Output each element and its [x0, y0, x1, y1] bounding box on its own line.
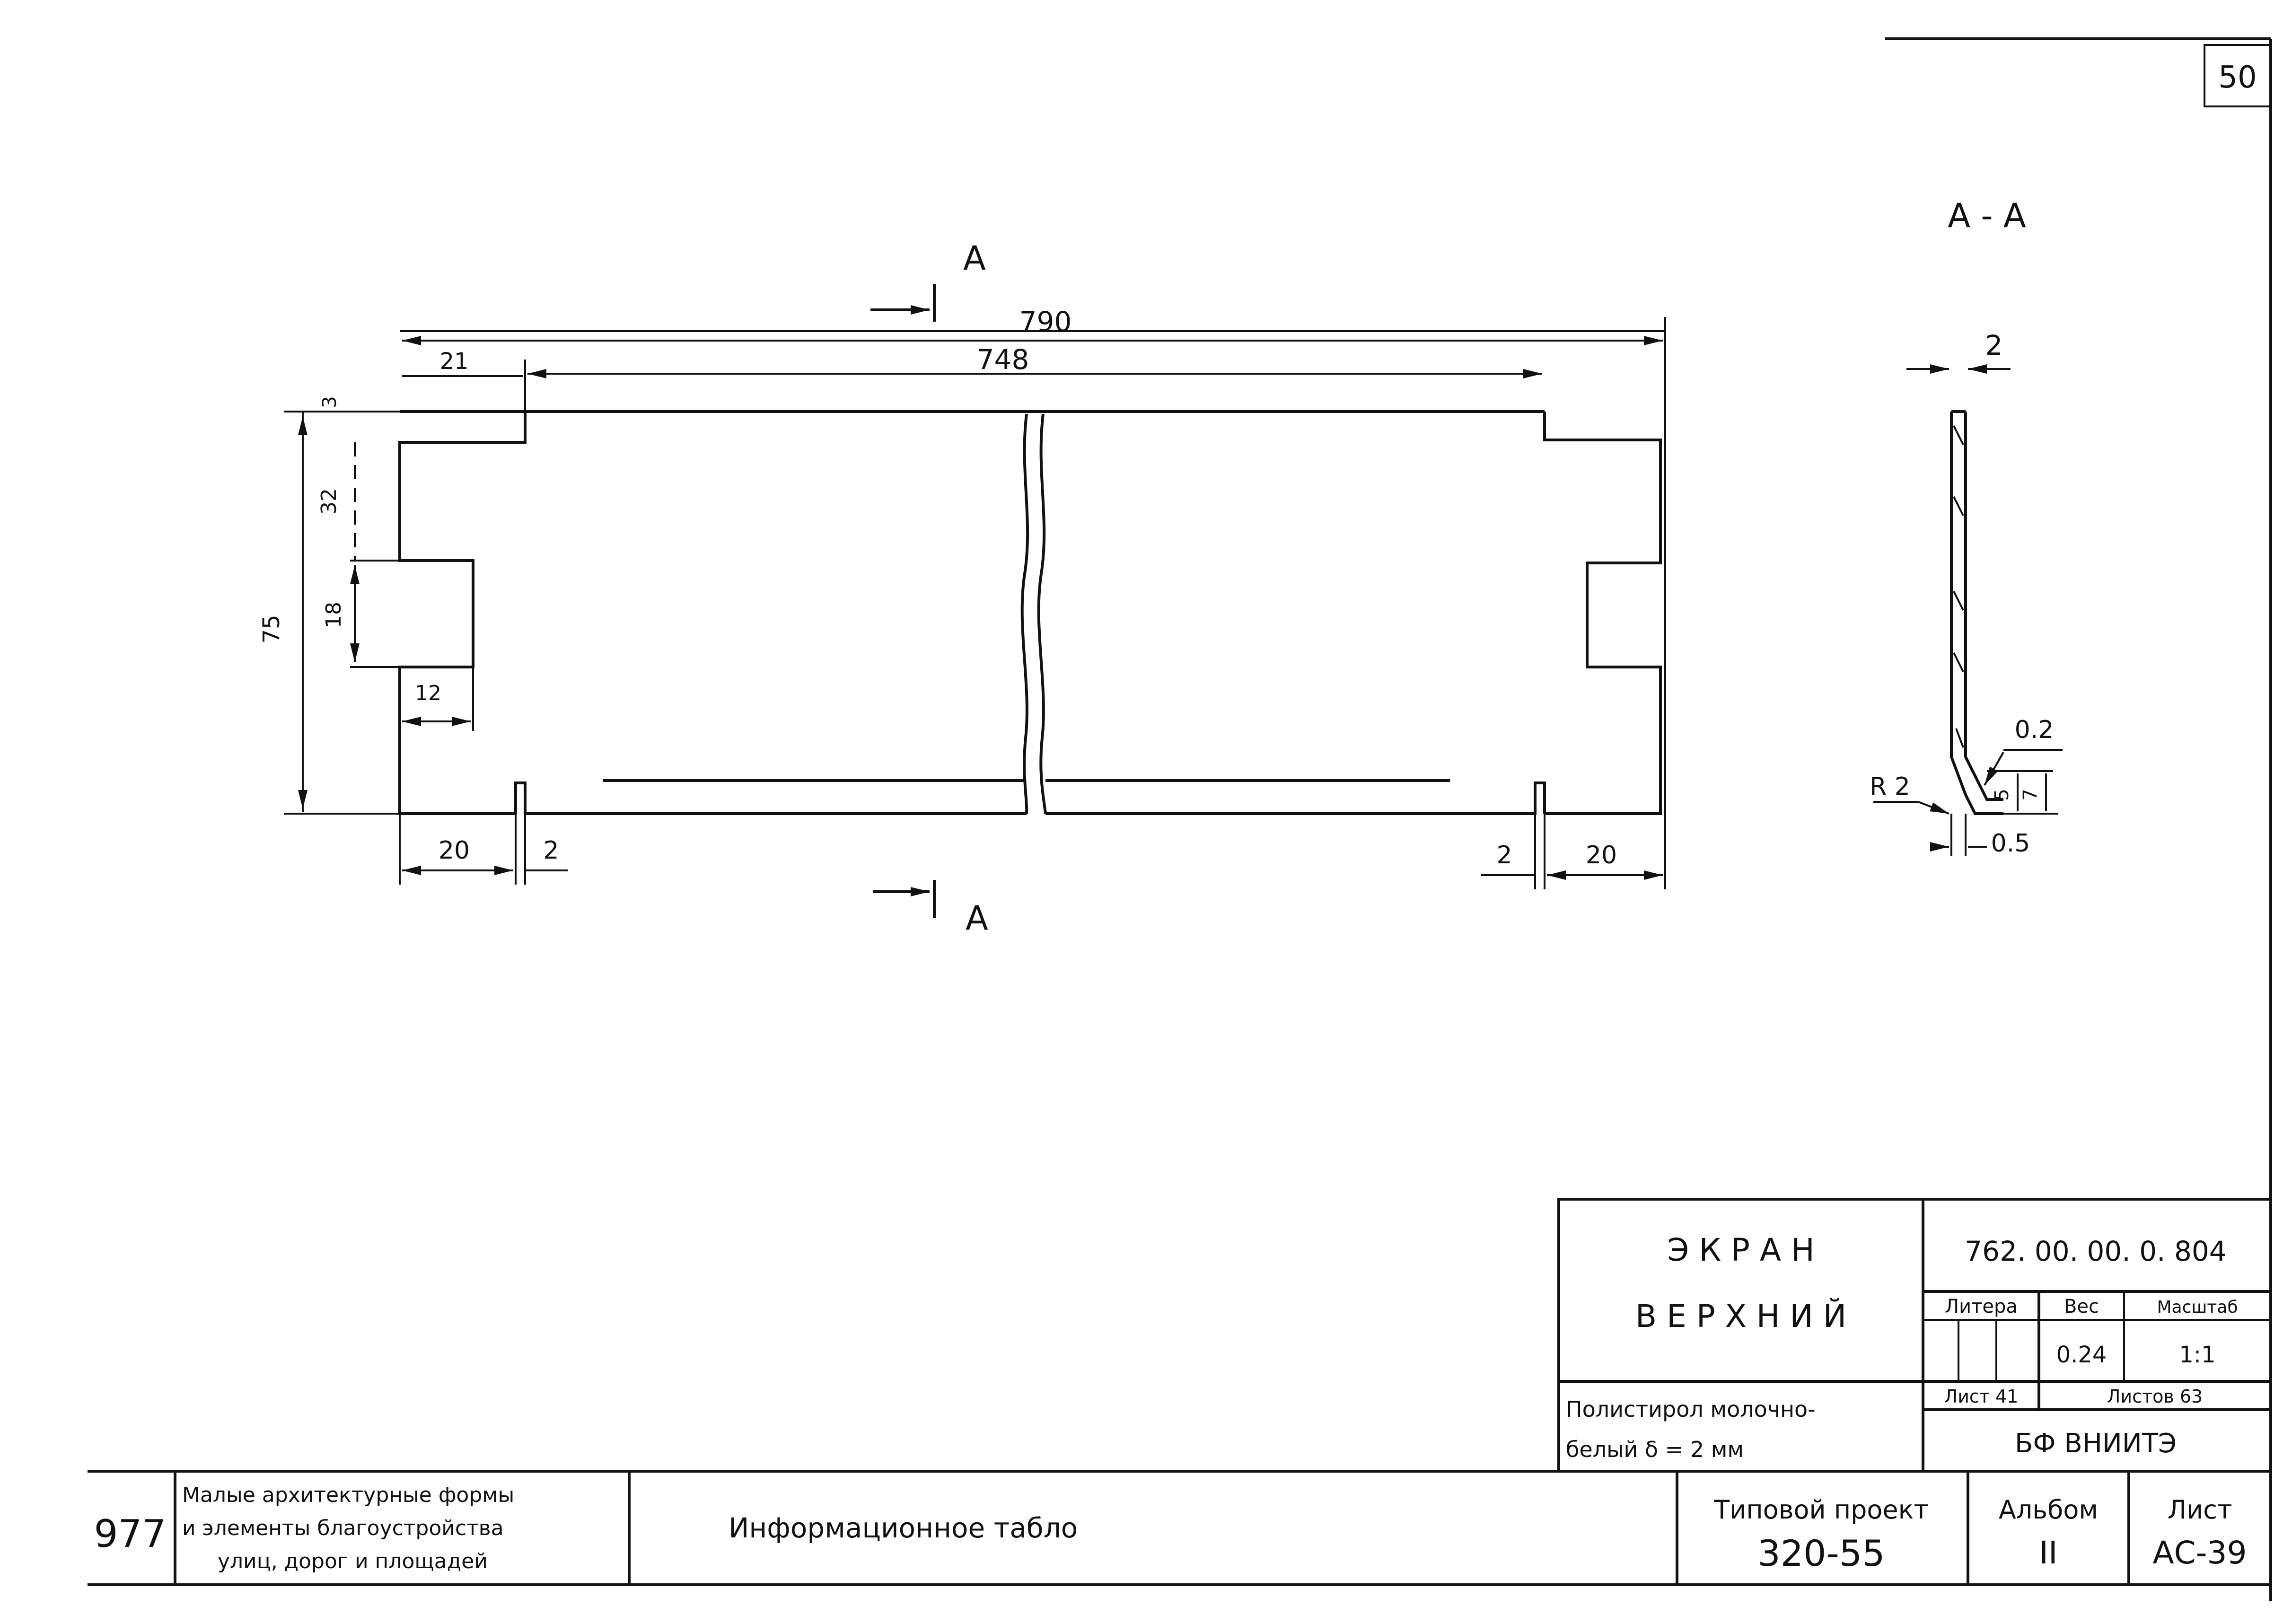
sheet-code: АС-39	[2152, 1535, 2247, 1571]
section-dim-0-5: 0.5	[1991, 829, 2030, 858]
part-name-2: В Е Р Х Н И Й	[1635, 1298, 1846, 1334]
dim-748: 748	[977, 343, 1029, 376]
section-title: A - A	[1948, 196, 2026, 235]
litera-label: Литера	[1945, 1296, 2018, 1317]
section-marks: A A	[870, 239, 988, 938]
section-dim-0-2: 0.2	[2015, 716, 2054, 744]
dim-20-right: 20	[1586, 841, 1617, 869]
project-label: Типовой проект	[1713, 1495, 1928, 1525]
drawing-code: 762. 00. 00. 0. 804	[1965, 1235, 2226, 1267]
dimensions: 790 748 21 75 32 3 18 12 20 2	[258, 306, 1666, 889]
dim-3: 3	[319, 396, 341, 408]
sheet-number: 50	[2218, 60, 2257, 95]
dim-2-right: 2	[1496, 841, 1512, 869]
sheet-label: Лист	[2168, 1495, 2232, 1525]
weight-label: Вес	[2064, 1296, 2099, 1317]
project-title: Информационное табло	[729, 1512, 1078, 1544]
section-a-a: A - A 2 0.2 R 2 5 7 0.5	[1870, 196, 2063, 858]
dim-20-left: 20	[439, 836, 470, 865]
section-dim-r2: R 2	[1870, 772, 1910, 801]
section-label-bottom: A	[966, 899, 988, 938]
sheets-total: Листов 63	[2107, 1386, 2203, 1407]
series-line-2: и элементы благоустройства	[182, 1516, 504, 1540]
weight-value: 0.24	[2056, 1342, 2107, 1368]
section-dim-7: 7	[2020, 789, 2041, 800]
material-line-1: Полистирол молочно-	[1566, 1396, 1816, 1422]
part-outline	[398, 410, 1662, 815]
album-number: II	[2039, 1535, 2058, 1571]
dim-2-left: 2	[543, 836, 559, 865]
project-number: 320-55	[1757, 1532, 1885, 1574]
material-line-2: белый δ = 2 мм	[1566, 1437, 1744, 1462]
scale-value: 1:1	[2179, 1342, 2215, 1368]
organization: БФ ВНИИТЭ	[2015, 1428, 2177, 1459]
scale-label: Масштаб	[2157, 1298, 2238, 1317]
sheet-no: Лист 41	[1944, 1386, 2019, 1407]
archive-number: 977	[94, 1512, 167, 1556]
dim-790: 790	[1019, 306, 1072, 338]
series-line-1: Малые архитектурные формы	[182, 1483, 514, 1507]
title-block: Э К Р А Н В Е Р Х Н И Й 762. 00. 00. 0. …	[1557, 1198, 2272, 1473]
bottom-strip: 977 Малые архитектурные формы и элементы…	[88, 1470, 2271, 1586]
dim-21: 21	[439, 348, 468, 375]
section-dim-5: 5	[1991, 789, 2013, 800]
dim-75: 75	[258, 614, 285, 643]
series-line-3: улиц, дорог и площадей	[218, 1549, 488, 1573]
album-label: Альбом	[1999, 1495, 2098, 1525]
part-name-1: Э К Р А Н	[1667, 1232, 1814, 1268]
section-dim-2: 2	[1985, 329, 2003, 361]
section-label-top: A	[963, 239, 986, 278]
dim-32: 32	[317, 488, 341, 515]
dim-18: 18	[322, 602, 346, 628]
sheet-number-box	[2204, 44, 2272, 107]
dim-12: 12	[415, 681, 441, 705]
